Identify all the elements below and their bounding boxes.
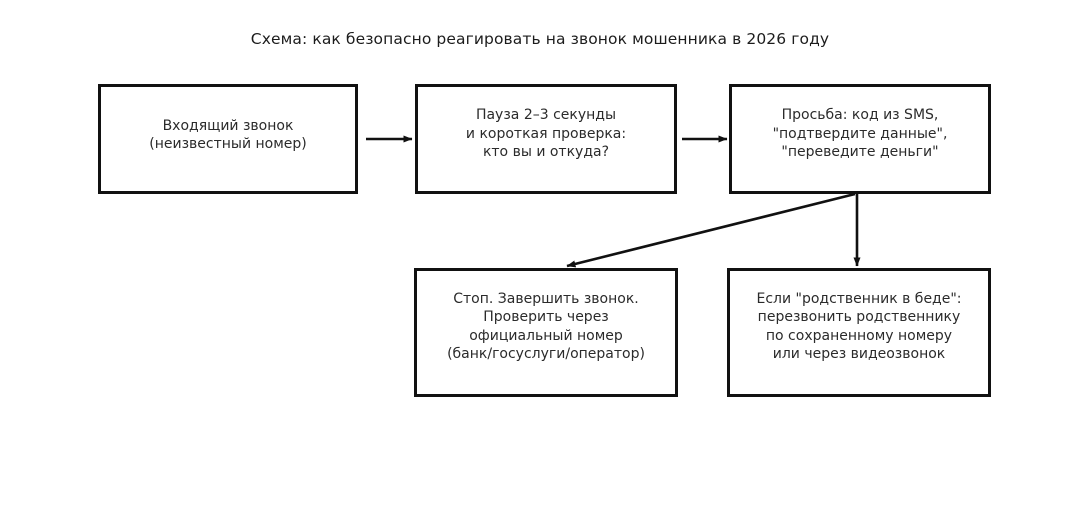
node-box-relative-check [727,268,991,397]
node-box-pause-check [415,84,677,194]
node-scam-request-label: Просьба: код из SMS, "подтвердите данные… [772,107,948,161]
node-incoming-call-label: Входящий звонок (неизвестный номер) [149,117,307,153]
node-box-scam-request [729,84,991,194]
node-stop-verify-label: Стоп. Завершить звонок. Проверить через … [447,290,645,363]
node-pause-check[interactable]: Пауза 2–3 секунды и короткая проверка: к… [416,85,676,193]
node-box-stop-verify [414,268,678,397]
node-box-incoming-call [98,84,358,194]
node-incoming-call[interactable]: Входящий звонок (неизвестный номер) [99,85,357,193]
page-title: Схема: как безопасно реагировать на звон… [250,30,830,48]
node-scam-request[interactable]: Просьба: код из SMS, "подтвердите данные… [730,85,990,193]
edge-request-to-stop-arrow [566,192,856,268]
node-stop-verify[interactable]: Стоп. Завершить звонок. Проверить через … [415,269,677,396]
node-relative-check[interactable]: Если "родственник в беде": перезвонить р… [728,269,990,396]
node-relative-check-label: Если "родственник в беде": перезвонить р… [756,290,962,363]
node-pause-check-label: Пауза 2–3 секунды и короткая проверка: к… [465,107,627,161]
